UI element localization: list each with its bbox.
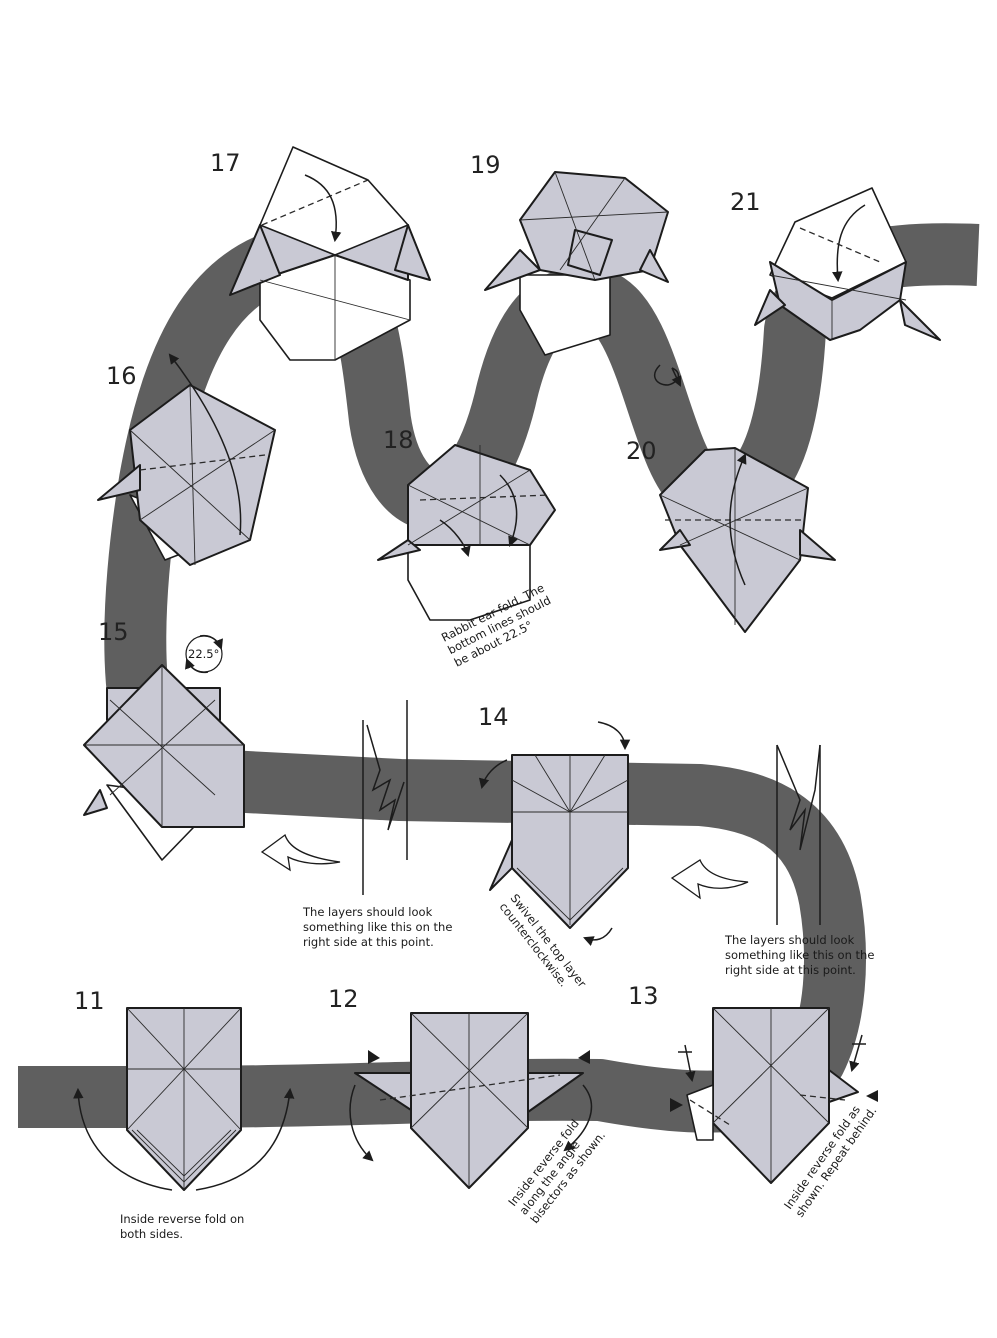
svg-text:22.5°: 22.5° xyxy=(188,647,219,661)
step-19-model xyxy=(484,171,669,356)
step-20-number: 20 xyxy=(626,437,657,465)
hollow-arrow-right-icon xyxy=(670,859,749,900)
step-12-model xyxy=(349,1012,593,1189)
step-17-model xyxy=(229,146,431,361)
step-17-number: 17 xyxy=(210,149,241,177)
step-15-model xyxy=(83,664,245,861)
layers-caption-left: The layers should look something like th… xyxy=(302,905,456,949)
step-16-model xyxy=(97,353,276,566)
layers-caption-right: The layers should look something like th… xyxy=(724,933,878,977)
layer-diagram-left xyxy=(362,700,408,895)
step-11-caption: Inside reverse fold on both sides. xyxy=(120,1212,248,1241)
step-18-model xyxy=(377,444,556,621)
step-21-number: 21 xyxy=(730,188,761,216)
hollow-arrow-left-icon xyxy=(260,833,341,872)
step-13-number: 13 xyxy=(628,982,659,1010)
angle-badge: 22.5° xyxy=(185,634,223,674)
step-13-model xyxy=(670,1007,878,1184)
step-19-number: 19 xyxy=(470,151,501,179)
step-16-number: 16 xyxy=(106,362,137,390)
step-12-number: 12 xyxy=(328,985,359,1013)
step-21-model xyxy=(754,187,941,341)
step-20-model xyxy=(653,364,836,633)
step-18-number: 18 xyxy=(383,426,414,454)
layer-diagram-right xyxy=(776,744,821,925)
step-11-model xyxy=(73,1007,295,1191)
step-11-number: 11 xyxy=(74,987,105,1015)
step-14-number: 14 xyxy=(478,703,509,731)
step-15-number: 15 xyxy=(98,618,129,646)
step-14-model xyxy=(478,721,631,946)
